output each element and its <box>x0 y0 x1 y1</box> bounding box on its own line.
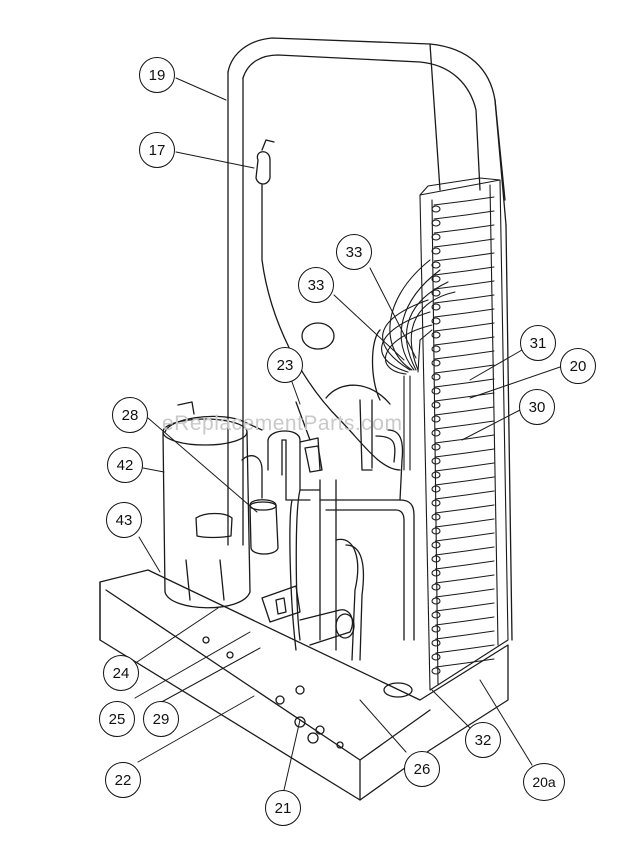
coil-return-bend <box>431 555 441 563</box>
coil-return-bend <box>431 653 441 661</box>
coil-fin <box>434 434 495 444</box>
coil-return-bend <box>431 247 441 255</box>
coil-return-bend <box>431 597 441 605</box>
callout-29[interactable]: 29 <box>143 701 179 737</box>
coil-return-bend <box>431 233 441 241</box>
coil-fin <box>434 462 495 472</box>
coil-fin <box>434 504 495 514</box>
coil-fin <box>435 630 495 640</box>
coil-fin <box>434 448 495 458</box>
callout-30[interactable]: 30 <box>519 389 555 425</box>
coil-return-bend <box>431 625 441 633</box>
coil-return-bend <box>431 387 441 395</box>
coil-return-bend <box>431 373 441 381</box>
coil-return-bend <box>431 275 441 283</box>
coil-return-bend <box>431 317 441 325</box>
coil-return-bend <box>431 415 441 423</box>
coil-return-bend <box>431 261 441 269</box>
condenser-coil <box>419 177 509 691</box>
coil-return-bend <box>431 303 441 311</box>
coil-fin <box>434 364 495 374</box>
coil-return-bend <box>431 205 441 213</box>
coil-fin <box>434 476 495 486</box>
coil-fin <box>434 490 495 500</box>
coil-fin <box>433 196 495 206</box>
callout-31[interactable]: 31 <box>520 325 556 361</box>
coil-return-bend <box>431 345 441 353</box>
callout-28[interactable]: 28 <box>112 397 148 433</box>
coil-fin <box>434 532 495 542</box>
callout-33-lower[interactable]: 33 <box>298 267 334 303</box>
coil-fin <box>434 350 495 360</box>
coil-return-bend <box>431 401 441 409</box>
compressor <box>162 401 263 609</box>
coil-fin <box>435 616 495 626</box>
coil-fin <box>433 308 495 318</box>
coil-fin <box>434 406 495 416</box>
pressure-switch <box>295 401 323 473</box>
coil-return-bend <box>431 485 441 493</box>
coil-fin <box>433 210 495 220</box>
coil-return-bend <box>431 611 441 619</box>
coil-fin <box>434 420 495 430</box>
coil-return-bend <box>431 471 441 479</box>
callout-33-upper[interactable]: 33 <box>336 234 372 270</box>
coil-return-bend <box>431 583 441 591</box>
callout-26[interactable]: 26 <box>404 751 440 787</box>
coil-return-bend <box>431 541 441 549</box>
cabinet-panel <box>227 37 513 641</box>
base-pan <box>99 569 509 801</box>
coil-fin <box>434 392 495 402</box>
callout-19[interactable]: 19 <box>139 57 175 93</box>
callout-17[interactable]: 17 <box>139 132 175 168</box>
callout-23[interactable]: 23 <box>267 347 303 383</box>
coil-return-bend <box>431 359 441 367</box>
coil-fin <box>435 658 495 668</box>
coil-return-bend <box>431 443 441 451</box>
coil-fin <box>433 280 495 290</box>
coil-fin <box>435 602 495 612</box>
leader-lines <box>134 77 564 791</box>
cabinet-opening <box>301 322 335 350</box>
callout-20a[interactable]: 20a <box>523 763 565 801</box>
callout-25[interactable]: 25 <box>99 701 135 737</box>
callout-24[interactable]: 24 <box>103 655 139 691</box>
coil-return-bend <box>431 569 441 577</box>
coil-fin <box>433 266 495 276</box>
coil-return-bend <box>431 513 441 521</box>
sensor-wire <box>255 139 401 471</box>
coil-fin <box>435 588 495 598</box>
coil-fin <box>433 224 495 234</box>
coil-return-bend <box>431 457 441 465</box>
coil-fin <box>434 378 495 388</box>
callout-22[interactable]: 22 <box>105 762 141 798</box>
coil-return-bend <box>431 527 441 535</box>
coil-fin <box>434 336 495 346</box>
coil-fin <box>434 546 495 556</box>
distributor-tubes <box>381 259 456 471</box>
callout-20[interactable]: 20 <box>560 348 596 384</box>
coil-return-bend <box>431 667 441 675</box>
callout-43[interactable]: 43 <box>106 502 142 538</box>
callout-42[interactable]: 42 <box>107 447 143 483</box>
coil-fin <box>435 644 495 654</box>
coil-return-bend <box>431 639 441 647</box>
coil-fin <box>433 322 495 332</box>
callout-21[interactable]: 21 <box>265 790 301 826</box>
coil-return-bend <box>431 429 441 437</box>
coil-fin <box>435 560 495 570</box>
coil-fin <box>434 518 495 528</box>
coil-fin <box>433 238 495 248</box>
coil-return-bend <box>431 499 441 507</box>
callout-32[interactable]: 32 <box>465 722 501 758</box>
coil-fin <box>433 294 495 304</box>
coil-return-bend <box>431 219 441 227</box>
piping <box>261 329 415 661</box>
coil-fin <box>435 574 495 584</box>
coil-return-bend <box>431 331 441 339</box>
coil-return-bend <box>431 289 441 297</box>
coil-fin <box>433 252 495 262</box>
